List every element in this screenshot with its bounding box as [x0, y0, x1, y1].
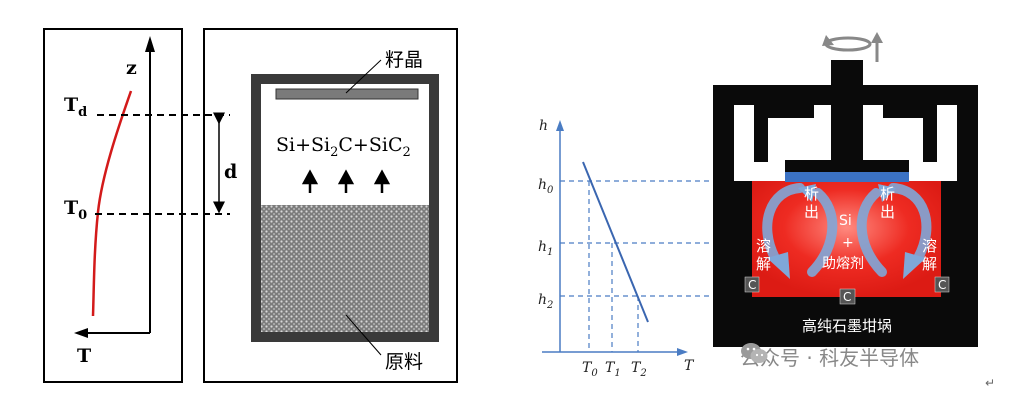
t1-tick-label: T1	[605, 360, 621, 379]
t2-tick-label: T2	[631, 360, 647, 379]
svg-text:C: C	[938, 278, 946, 292]
t-axis-arrowhead	[74, 328, 88, 338]
center-si: Si	[839, 213, 852, 229]
h-axis-arrowhead	[556, 120, 564, 131]
h2-label: h2	[538, 292, 553, 311]
raw-material-leader-line	[345, 314, 382, 356]
vapor-species: Si+Si2C+SiC2	[276, 134, 411, 160]
precipitate-left-1: 析	[804, 185, 819, 203]
carbon-source-left: C	[744, 276, 760, 293]
growth-chamber-frame	[203, 28, 458, 383]
convection-arrowhead-right-top	[878, 184, 896, 202]
convection-arrowhead-left-bottom	[767, 252, 790, 279]
h1-label: h1	[538, 239, 553, 258]
convection-arrow-right-inner	[856, 188, 887, 277]
precipitate-right-2: 出	[880, 203, 895, 221]
carbon-source-bottom: C	[839, 288, 856, 305]
raw-material-label: 原料	[385, 351, 423, 373]
rotation-arrowhead	[822, 35, 834, 46]
crucible-label: 高纯石墨坩埚	[802, 317, 892, 335]
z-axis-label: z	[126, 57, 137, 79]
h-axis-label: h	[539, 118, 548, 134]
t-axis-middle-arrowhead	[677, 348, 688, 356]
seed-label: 籽晶	[385, 49, 423, 71]
watermark: 公众号 · 科友半导体	[740, 341, 919, 371]
carbon-source-right: C	[934, 276, 950, 293]
center-plus: +	[842, 235, 854, 251]
crucible-wall	[251, 74, 439, 342]
precipitate-left-2: 出	[804, 203, 819, 221]
t0-tick-label: T0	[582, 360, 598, 379]
precipitate-right-1: 析	[880, 185, 895, 203]
z-axis-arrowhead	[145, 36, 155, 52]
watermark-text: 公众号 · 科友半导体	[740, 345, 920, 370]
t-axis-label: T	[77, 345, 91, 367]
seed-shaft	[831, 60, 863, 164]
t-level-lines	[588, 181, 639, 352]
t0-label: T0	[64, 197, 87, 223]
d-label: d	[224, 161, 237, 183]
crucible-lid-left	[754, 105, 814, 162]
dissolve-left-1: 溶	[756, 237, 771, 255]
dissolve-right-1: 溶	[922, 237, 937, 255]
temperature-profile-frame	[43, 28, 183, 383]
t-axis-middle-label: T	[684, 358, 695, 374]
convection-arrow-left	[762, 183, 805, 263]
dissolve-left-2: 解	[756, 255, 771, 273]
paragraph-mark-icon: ↵	[985, 376, 996, 390]
seed-crystal	[275, 88, 419, 100]
convection-arrowhead-right-bottom	[903, 252, 926, 279]
convection-arrow-left-inner	[807, 188, 838, 277]
center-flux: 助熔剂	[822, 256, 864, 272]
td-label: Td	[64, 94, 87, 120]
seed-leader-line	[345, 59, 382, 94]
crucible-lid-right	[883, 105, 937, 162]
convection-arrow-right	[888, 183, 932, 263]
si-flux-melt	[752, 181, 941, 297]
seed-holder	[785, 160, 909, 172]
seed-crystal-blue	[785, 172, 909, 182]
svg-text:C: C	[843, 290, 851, 304]
temperature-curve	[91, 90, 133, 317]
convection-arrowhead-left-top	[798, 184, 816, 202]
svg-text:C: C	[748, 278, 756, 292]
dissolve-right-2: 解	[922, 255, 937, 273]
raw-material-powder	[261, 205, 429, 332]
vapor-transport-arrows	[301, 169, 391, 193]
wechat-icon	[741, 343, 768, 363]
pull-up-arrow-icon	[871, 32, 883, 62]
h0-label: h0	[538, 177, 554, 196]
temperature-gradient-line	[582, 161, 649, 323]
